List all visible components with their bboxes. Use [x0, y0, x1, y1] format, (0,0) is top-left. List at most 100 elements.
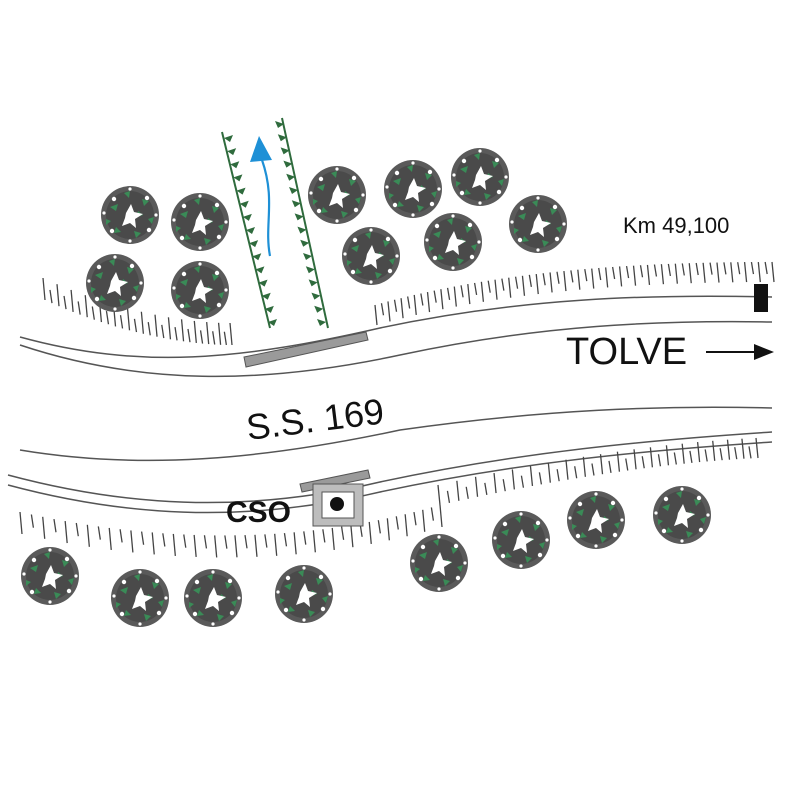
hatch-tick — [126, 308, 131, 331]
flow-arrow-icon — [260, 159, 272, 257]
hatch-tick — [433, 290, 437, 303]
hatch-tick — [521, 275, 526, 296]
hatch-tick — [750, 261, 755, 275]
channel-tooth — [255, 266, 265, 274]
hatch-tick — [757, 261, 761, 283]
hatch-tick — [174, 327, 178, 341]
hatch-tick — [368, 521, 372, 545]
channel-tooth — [317, 319, 326, 326]
hatch-tick — [193, 534, 197, 557]
direction-label: TOLVE — [566, 331, 687, 373]
channel-tooth — [275, 121, 284, 128]
hatch-tick — [97, 526, 101, 540]
hatch-tick — [456, 480, 460, 501]
tree-icon — [184, 569, 242, 627]
hatch-tick — [30, 514, 35, 528]
site-code-label: CSO — [226, 496, 291, 529]
hatch-tick — [667, 263, 672, 277]
hatch-tick — [460, 285, 464, 298]
hatch-tick — [528, 274, 532, 288]
hatch-tick — [681, 443, 685, 464]
tree-icon — [111, 569, 169, 627]
hatch-tick — [599, 454, 604, 475]
hatch-tick — [716, 262, 720, 283]
channel-tooth — [258, 279, 268, 287]
hatch-tick — [86, 524, 90, 547]
hatch-tick — [274, 533, 278, 556]
channel-tooth — [297, 226, 307, 234]
hatch-tick — [105, 310, 110, 325]
hatch-tick — [511, 469, 515, 490]
hatch-tick — [616, 451, 621, 472]
hatch-tick — [404, 514, 408, 537]
channel-tooth — [286, 173, 296, 181]
hatch-tick — [598, 267, 602, 281]
hatch-tick — [611, 266, 616, 280]
hatch-tick — [474, 476, 479, 497]
tree-icon — [567, 491, 625, 549]
channel-tooth — [261, 292, 271, 300]
hatch-tick — [430, 507, 435, 521]
km-post-icon — [754, 284, 768, 312]
hatch-tick — [53, 518, 57, 533]
hatch-tick — [542, 273, 546, 286]
hatch-tick — [584, 269, 588, 282]
tree-icon — [342, 227, 400, 285]
hatch-tick — [108, 527, 112, 550]
hatch-tick — [374, 304, 378, 326]
hatch-tick — [283, 533, 288, 547]
channel-tooth — [308, 279, 318, 287]
hatch-tick — [577, 269, 581, 290]
hatch-tick — [695, 262, 699, 276]
tree-icon — [451, 148, 509, 206]
hatch-tick — [726, 439, 731, 460]
channel-tooth — [311, 292, 321, 300]
channel-tooth — [249, 240, 259, 248]
hatch-tick — [591, 463, 595, 476]
road-centerline-lower — [19, 406, 773, 462]
hatch-tick — [549, 272, 553, 293]
hatch-tick — [641, 456, 645, 469]
hatch-tick — [234, 535, 238, 558]
hatch-tick — [704, 449, 708, 462]
hatch-tick — [547, 462, 551, 483]
hatch-tick — [502, 479, 506, 492]
hatch-tick — [501, 278, 505, 291]
hatch-tick — [303, 531, 307, 545]
road-edges — [7, 295, 773, 514]
hatch-tick — [446, 287, 451, 300]
channel-tooth — [291, 200, 301, 208]
hatch-tick — [19, 511, 23, 535]
hatch-tick — [764, 261, 768, 275]
hatch-tick — [395, 516, 399, 530]
tree-icon — [86, 254, 144, 312]
trees-upper — [86, 148, 567, 319]
hatch-tick — [407, 296, 411, 309]
hatch-tick — [743, 262, 748, 283]
hatch-tick — [224, 535, 228, 549]
hatch-tick — [119, 529, 123, 543]
hatch-tick — [393, 299, 398, 312]
hatch-tick — [771, 261, 775, 283]
channel-tooth — [280, 147, 290, 155]
tree-icon — [492, 511, 550, 569]
hatch-tick — [556, 469, 560, 482]
hatch-tick — [591, 268, 595, 289]
hatch-tick — [70, 289, 74, 312]
hatch-tick — [633, 449, 637, 470]
hatch-tick — [322, 529, 326, 543]
tree-icon — [384, 160, 442, 218]
hatch-tick — [254, 534, 258, 557]
road-upper-edge — [19, 295, 773, 359]
hatch-tick — [487, 280, 491, 293]
channel-tooth — [314, 305, 324, 313]
hatch-tick — [340, 526, 345, 540]
hatch-tick — [605, 267, 609, 288]
hatch-tick — [217, 322, 222, 345]
hatch-tick — [63, 295, 67, 310]
hatch-tick — [167, 317, 172, 340]
hatch-tick — [639, 265, 644, 278]
hatch-tick — [681, 263, 685, 276]
hatch-tick — [130, 530, 134, 553]
hatch-tick — [446, 490, 451, 503]
